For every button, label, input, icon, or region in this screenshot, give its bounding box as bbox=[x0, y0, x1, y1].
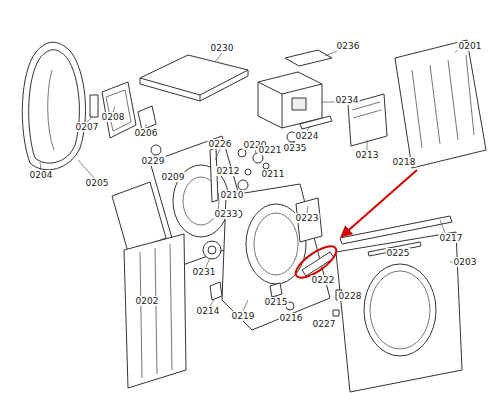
callout-number: 0218 bbox=[392, 157, 417, 167]
callout-number: 0231 bbox=[192, 267, 217, 277]
callout-number: 0216 bbox=[279, 313, 304, 323]
callout-number: 0235 bbox=[283, 143, 308, 153]
callout-number: 0225 bbox=[386, 248, 411, 258]
callout-number: 0233 bbox=[214, 209, 239, 219]
callout-number: 0222 bbox=[311, 275, 336, 285]
callout-number: 0219 bbox=[231, 311, 256, 321]
callout-number: 0211 bbox=[261, 169, 286, 179]
callout-number: 0209 bbox=[161, 172, 186, 182]
callout-number: 0205 bbox=[85, 178, 110, 188]
callout-number: 0224 bbox=[295, 131, 320, 141]
callout-number: 0229 bbox=[141, 156, 166, 166]
callout-number: 0212 bbox=[216, 166, 241, 176]
callout-number: 0230 bbox=[210, 43, 235, 53]
callout-number: 0208 bbox=[101, 112, 126, 122]
callout-number: 0213 bbox=[355, 150, 380, 160]
callout-number: 0223 bbox=[295, 213, 320, 223]
callout-number: 0204 bbox=[29, 170, 54, 180]
callout-number: 0203 bbox=[453, 257, 478, 267]
callout-number: 0228 bbox=[338, 291, 363, 301]
callout-number: 0226 bbox=[208, 139, 233, 149]
callout-number: 0215 bbox=[264, 297, 289, 307]
callout-number: 0234 bbox=[335, 95, 360, 105]
callout-number: 0201 bbox=[458, 41, 483, 51]
callout-number: 0210 bbox=[220, 190, 245, 200]
callout-number: 0207 bbox=[75, 122, 100, 132]
callout-number: 0214 bbox=[196, 306, 221, 316]
callout-number: 0202 bbox=[135, 296, 160, 306]
callout-number: 0221 bbox=[258, 145, 283, 155]
callout-number: 0236 bbox=[336, 41, 361, 51]
callout-number: 0206 bbox=[134, 128, 159, 138]
callout-number: 0227 bbox=[312, 319, 337, 329]
callout-number: 0217 bbox=[439, 233, 464, 243]
